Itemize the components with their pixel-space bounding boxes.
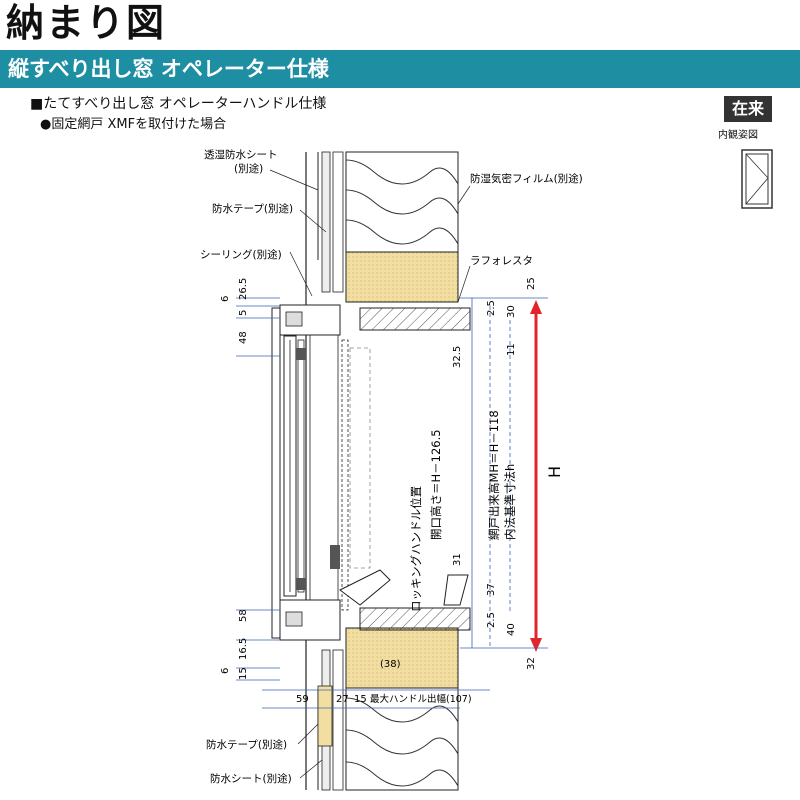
waterproof-sheet-bottom-label: 防水シート(別途)	[210, 772, 292, 785]
dim-38: (38)	[380, 659, 401, 670]
dim-25: 25	[526, 277, 537, 290]
wood-exterior-bottom	[317, 685, 333, 747]
page-title: 納まり図	[6, 1, 167, 45]
dim-6-bottom: 6	[220, 668, 231, 674]
dim-37: 37	[486, 583, 497, 596]
separate-label: (別途)	[234, 162, 263, 175]
dim-31: 31	[452, 553, 463, 566]
trim-bottom	[359, 607, 471, 631]
opening-height-label: 開口高さ＝H－126.5	[429, 429, 443, 540]
handle-protrusion-label: 最大ハンドル出幅(107)	[370, 693, 472, 705]
spec-heading: ■たてすべり出し窓 オペレーターハンドル仕様	[30, 96, 327, 112]
dim-27: 27	[336, 694, 349, 705]
waterproof-tape-top-label: 防水テープ(別途)	[212, 202, 293, 215]
dim-11: 11	[506, 343, 517, 356]
dim-2-5-top: 2.5	[486, 300, 497, 316]
dim-26-5: 26.5	[238, 278, 249, 300]
insulation-upper	[345, 151, 459, 253]
section-banner: 縦すべり出し窓 オペレーター仕様	[0, 50, 800, 88]
moisture-sheet-label: 透湿防水シート	[204, 148, 278, 161]
trim-top	[359, 307, 471, 331]
waterproof-tape-bottom-label: 防水テープ(別途)	[206, 738, 287, 751]
window-thumbnail-icon	[741, 149, 773, 209]
dim-2-5-bottom: 2.5	[486, 612, 497, 628]
screen-height-label: 網戸出来高MH＝H－118	[487, 410, 501, 540]
dim-15-bottom: 15	[354, 694, 367, 705]
dim-5: 5	[238, 310, 249, 316]
dimension-lines	[236, 297, 548, 709]
h-arrow	[530, 300, 542, 652]
callout-leaders	[269, 169, 471, 779]
construction-badge: 在来	[724, 96, 772, 122]
dim-40: 40	[506, 623, 517, 636]
handle-position-label: ロッキングハンドル位置	[409, 486, 423, 612]
spec-subheading: ●固定網戸 XMFを取付けた場合	[40, 117, 227, 132]
lath-label: ラフォレスタ	[470, 255, 533, 267]
vapor-film-label: 防湿気密フィルム(別途)	[470, 172, 583, 185]
badge-caption: 内観姿図	[718, 130, 758, 141]
dim-6-top: 6	[220, 296, 231, 302]
dim-15: 15	[238, 667, 249, 680]
sealing-label: シーリング(別途)	[200, 248, 282, 261]
dim-59: 59	[296, 694, 309, 705]
dim-16-5: 16.5	[238, 638, 249, 660]
inner-standard-label: 内法基準寸法h	[503, 464, 517, 540]
dim-58: 58	[238, 609, 249, 622]
h-label: H	[545, 466, 564, 478]
dim-32-5: 32.5	[452, 346, 463, 368]
dim-30: 30	[506, 305, 517, 318]
window-frame	[271, 304, 469, 641]
dim-32: 32	[526, 657, 537, 670]
insulation-lower	[345, 687, 459, 791]
dim-48: 48	[238, 331, 249, 344]
